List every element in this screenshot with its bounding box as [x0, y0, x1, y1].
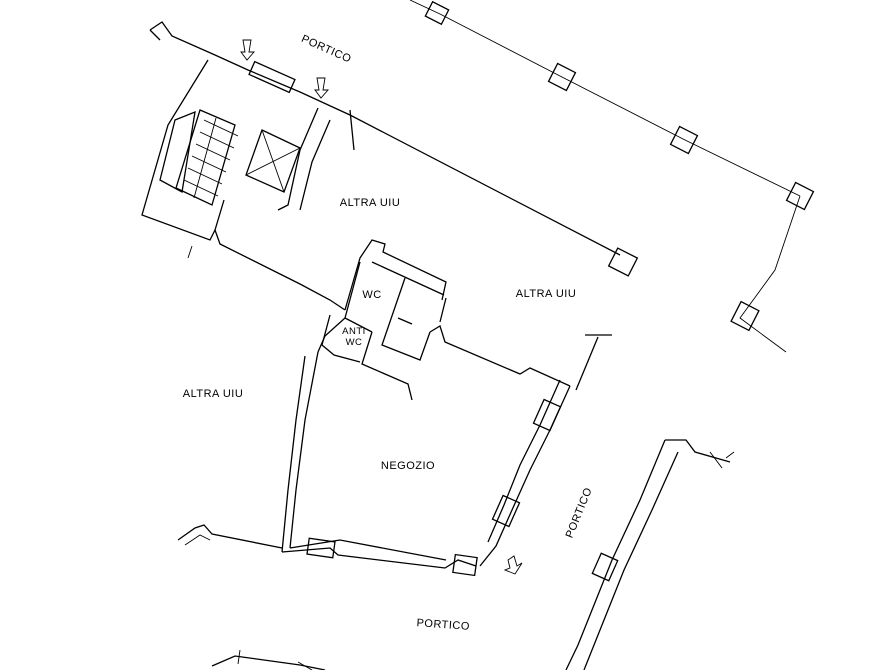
- pillar: [306, 537, 336, 559]
- wall-segment: [248, 60, 296, 94]
- pillar: [591, 552, 619, 582]
- right-portico-wall: [565, 439, 735, 670]
- pillar: [532, 398, 562, 432]
- label-wc: WC: [362, 289, 381, 301]
- pillar: [785, 181, 815, 211]
- pillar: [424, 0, 450, 26]
- pillar: [669, 125, 699, 155]
- pillar: [491, 494, 521, 528]
- pillar: [730, 300, 760, 332]
- staircase: [175, 109, 236, 206]
- wc-block: [317, 239, 571, 401]
- upper-colonnade: [409, 0, 815, 353]
- pillar: [607, 247, 639, 277]
- pillar: [452, 553, 478, 577]
- pillar: [547, 62, 577, 92]
- label-portico-bottom: PORTICO: [416, 617, 470, 633]
- entrance-arrow-icon: [503, 555, 523, 575]
- entrance-arrow-icon: [314, 77, 329, 99]
- label-altra-uiu-right: ALTRA UIU: [516, 288, 577, 300]
- upper-block: [141, 21, 621, 311]
- label-anti-wc-line1: ANTI: [342, 326, 366, 337]
- label-portico-right: PORTICO: [564, 486, 595, 540]
- label-portico-top: PORTICO: [299, 33, 353, 66]
- staircase-flight: [159, 110, 196, 194]
- entrance-arrow-icon: [240, 39, 255, 61]
- label-negozio: NEGOZIO: [381, 460, 435, 472]
- label-altra-uiu-left: ALTRA UIU: [183, 388, 244, 400]
- negozio-outline: [281, 334, 612, 577]
- label-altra-uiu-upper: ALTRA UIU: [340, 197, 401, 209]
- lower-portico-wall: [177, 524, 326, 670]
- label-anti-wc-line2: WC: [346, 337, 363, 348]
